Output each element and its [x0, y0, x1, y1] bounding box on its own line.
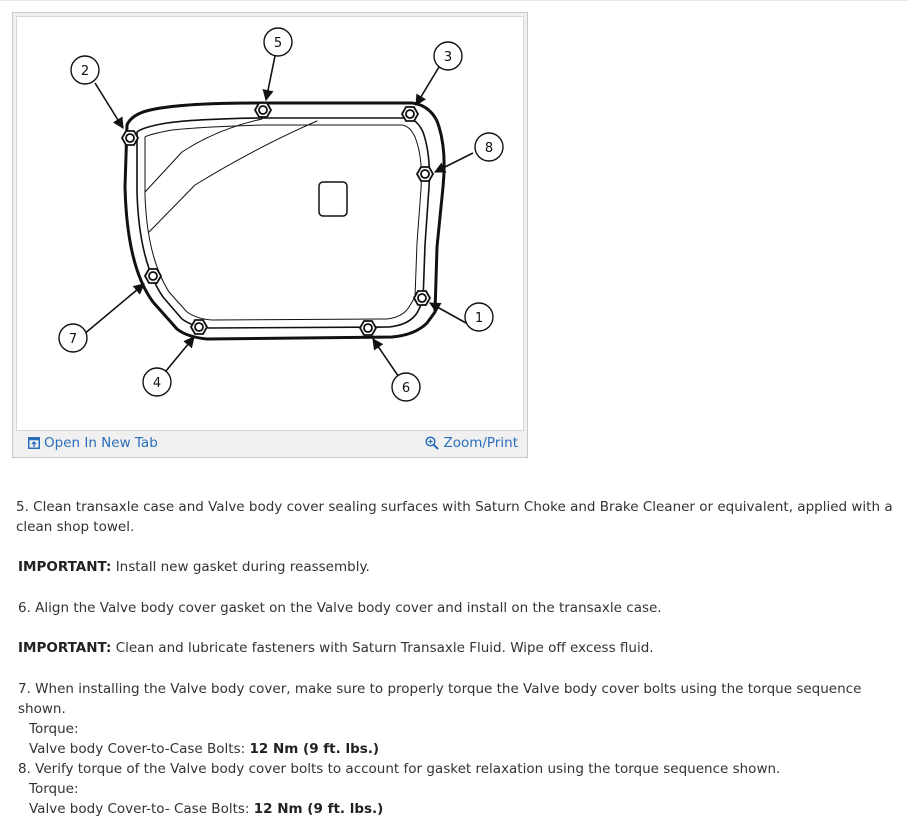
callout-6: 6	[402, 381, 410, 396]
figure-footer: Open In New Tab Zoom/Print	[16, 431, 524, 455]
step-6: 6. Align the Valve body cover gasket on …	[18, 600, 662, 616]
torque-sequence-illustration: 5 3 2 8 1 7 4 6	[58, 27, 504, 402]
step-7: 7. When installing the Valve body cover,…	[18, 681, 862, 717]
important-label: IMPORTANT:	[18, 559, 112, 575]
callout-5: 5	[274, 36, 282, 51]
callout-7: 7	[69, 332, 77, 347]
zoom-print-link[interactable]: Zoom/Print	[425, 435, 518, 451]
torque-label: Torque:	[29, 721, 79, 737]
magnifier-icon	[425, 436, 440, 450]
new-tab-icon	[28, 437, 40, 449]
important-label: IMPORTANT:	[18, 640, 112, 656]
callout-4: 4	[153, 376, 161, 391]
important-note-1: IMPORTANT: Install new gasket during rea…	[18, 559, 370, 575]
zoom-print-label: Zoom/Print	[443, 435, 518, 451]
bolt-locations	[120, 102, 435, 336]
torque-value: 12 Nm (9 ft. lbs.)	[253, 801, 384, 817]
callout-1: 1	[475, 311, 483, 326]
callout-circles	[58, 27, 504, 402]
callout-3: 3	[444, 50, 452, 65]
torque-value: 12 Nm (9 ft. lbs.)	[249, 741, 380, 757]
torque-spec: Valve body Cover-to- Case Bolts: 12 Nm (…	[29, 801, 384, 817]
important-note-2: IMPORTANT: Clean and lubricate fasteners…	[18, 640, 654, 656]
callout-8: 8	[485, 141, 493, 156]
top-divider	[0, 0, 908, 1]
step-8: 8. Verify torque of the Valve body cover…	[18, 761, 781, 777]
figure-container: 5 3 2 8 1 7 4 6 Open In New Tab	[12, 12, 528, 458]
valve-body-cover-diagram[interactable]: 5 3 2 8 1 7 4 6	[16, 16, 524, 431]
open-in-new-tab-link[interactable]: Open In New Tab	[28, 435, 158, 451]
torque-label: Torque:	[29, 781, 79, 797]
callout-2: 2	[81, 64, 89, 79]
step-5: 5. Clean transaxle case and Valve body c…	[16, 499, 893, 535]
torque-spec: Valve body Cover-to-Case Bolts: 12 Nm (9…	[29, 741, 380, 757]
open-in-new-tab-label: Open In New Tab	[44, 435, 158, 451]
step-7-block: 7. When installing the Valve body cover,…	[14, 679, 904, 819]
